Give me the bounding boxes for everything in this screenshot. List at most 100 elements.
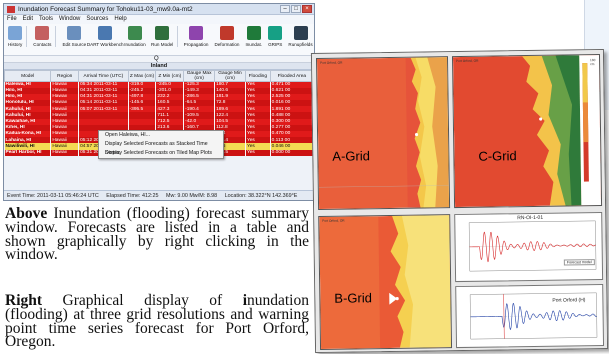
table-cell: 140.6 — [214, 87, 246, 94]
status-location: Location: 38.322°N 142.369°E — [224, 193, 298, 199]
table-cell: Kahului, HI — [4, 112, 52, 119]
context-menu: Open Haleiwa, HI... Display Selected Fore… — [98, 130, 224, 159]
table-cell: -395.5 — [128, 106, 157, 113]
inundat-icon — [246, 26, 261, 40]
column-header[interactable]: Region — [50, 70, 80, 82]
b-grid-map: Port Orford, OR B-Grid — [318, 214, 453, 350]
history-icon — [8, 26, 23, 40]
a-grid-raster — [317, 57, 450, 209]
table-cell: -145.6 — [128, 100, 157, 107]
table-cell: Hawaii — [50, 131, 80, 138]
context-menu-item[interactable]: Display Selected Forecasts as Stacked Ti… — [105, 141, 208, 156]
menu-window[interactable]: Window — [59, 16, 81, 22]
table-cell — [78, 118, 129, 125]
column-header[interactable]: Arrival Time (UTC) — [78, 70, 129, 82]
table-cell: Hawaii — [50, 149, 80, 156]
column-header[interactable]: Gauge Min (cm) — [214, 70, 246, 82]
table-cell: Kihei, HI — [4, 124, 52, 131]
caption-above-text: Inundation (flooding) forecast summary w… — [5, 205, 309, 264]
deformation-icon — [219, 26, 234, 40]
table-cell: Haleiwa, HI — [4, 81, 52, 88]
window-title: Inundation Forecast Summary for Tohoku11… — [18, 6, 193, 13]
table-cell — [128, 124, 157, 131]
menu-sources[interactable]: Sources — [86, 16, 109, 22]
table-cell: Yes — [245, 137, 271, 144]
column-header[interactable]: Flooded Area — [269, 70, 314, 82]
toolbar-propagation-button[interactable]: Propagation — [183, 26, 209, 47]
toolbar-contacts-button[interactable]: Contacts — [33, 26, 57, 47]
table-cell: -201.0 — [155, 87, 185, 94]
table-cell: Yes — [245, 81, 271, 88]
toolbar-runupfields-button[interactable]: Runupfields — [288, 26, 313, 47]
table-cell: 232.2 — [155, 93, 185, 101]
table-cell: Nawiliwili, HI — [4, 143, 52, 150]
a-grid-title: Port Orford, OR — [320, 60, 343, 65]
table-cell: Yes — [245, 87, 271, 94]
column-header[interactable]: Flooding — [244, 70, 271, 82]
table-cell: Yes — [245, 131, 271, 138]
menu-tools[interactable]: Tools — [39, 16, 54, 22]
table-cell: 104.5 — [214, 118, 246, 125]
group-header: Inland — [4, 63, 314, 70]
table-cell: Hawaii — [50, 81, 80, 88]
column-header[interactable]: Gauge Max (cm) — [183, 70, 216, 82]
column-header[interactable]: Z Min (cm) — [155, 70, 185, 82]
toolbar-edit-source-button[interactable]: Edit Source — [62, 26, 86, 47]
table-cell: Kailua-Kona, HI — [4, 131, 52, 138]
table-cell: Hawaii — [50, 143, 80, 150]
search-icon[interactable]: Q — [154, 56, 159, 62]
menu-help[interactable]: Help — [114, 16, 127, 22]
ts2-title: Port Orford (H) — [552, 297, 586, 304]
menu-edit[interactable]: Edit — [22, 16, 34, 22]
table-cell: 112.8 — [214, 124, 246, 131]
table-cell: 181.9 — [214, 93, 246, 101]
window-titlebar[interactable]: Inundation Forecast Summary for Tohoku11… — [4, 4, 314, 15]
table-cell: Yes — [245, 106, 271, 113]
table-cell: 05:14 2011-03-11 — [78, 100, 129, 107]
c-grid-map: Port Orford, OR 160 cm C-Grid — [451, 54, 603, 209]
table-cell: 122.4 — [214, 112, 246, 119]
context-menu-item[interactable]: Display Selected Forecasts on Tiled Map … — [105, 150, 212, 156]
table-cell: -149.3 — [183, 87, 216, 94]
toolbar-button-label: Propagation — [183, 42, 209, 47]
minimize-button[interactable]: – — [280, 5, 290, 13]
toolbar-run-model-button[interactable]: Run Model — [151, 26, 178, 47]
table-cell: -160.7 — [183, 124, 216, 131]
column-header[interactable]: Model — [4, 70, 52, 82]
maximize-button[interactable]: □ — [291, 5, 301, 13]
table-cell: -245.2 — [128, 87, 157, 94]
table-cell: 180.7 — [214, 81, 246, 88]
table-cell: Hawaii — [50, 137, 80, 144]
close-button[interactable]: × — [302, 5, 312, 13]
table-cell: Honolulu, HI — [4, 100, 52, 107]
caption-right-text2: nundation (flooding) at three grid resol… — [5, 292, 309, 351]
time-series-plot-2: Port Orford (H) — [455, 284, 605, 349]
a-grid-label: A-Grid — [332, 148, 371, 164]
toolbar-inundation-button[interactable]: Inundation — [124, 26, 146, 47]
run-model-icon — [155, 26, 170, 40]
status-magnitude: Mw: 9.00 Mw/M: 8.98 — [165, 193, 218, 199]
toolbar-grips-button[interactable]: GRIPS — [268, 26, 282, 47]
dart-workbench-icon — [98, 26, 113, 40]
table-cell: Yes — [245, 93, 271, 101]
column-header[interactable]: Z Max (cm) — [127, 70, 157, 82]
context-menu-item[interactable]: Open Haleiwa, HI... — [105, 132, 150, 138]
forecast-summary-window: Inundation Forecast Summary for Tohoku11… — [3, 3, 315, 201]
menu-file[interactable]: File — [7, 16, 17, 22]
window-controls: – □ × — [280, 5, 312, 13]
toolbar-history-button[interactable]: History — [8, 26, 28, 47]
table-cell: -319.0 — [128, 81, 157, 88]
status-event-time: Event Time: 2011-03-11 05:46:24 UTC — [7, 193, 99, 199]
toolbar-dart-workbench-button[interactable]: DART Workbench — [87, 26, 124, 47]
table-cell: 04:31 2011-03-11 — [78, 93, 129, 101]
toolbar-deformation-button[interactable]: Deformation — [214, 26, 239, 47]
toolbar-inundat-button[interactable]: Inundat. — [245, 26, 262, 47]
